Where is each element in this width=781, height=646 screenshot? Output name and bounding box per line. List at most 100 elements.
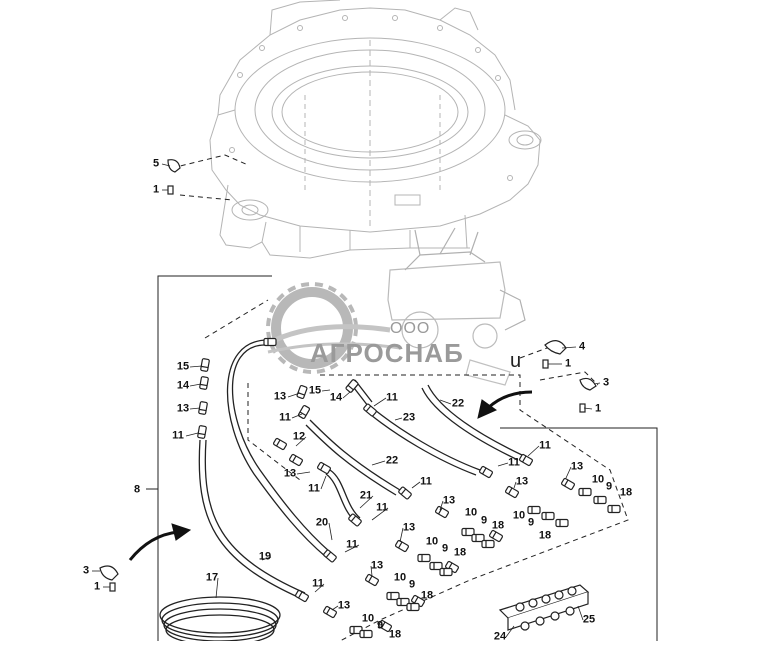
leader-line bbox=[342, 391, 351, 399]
hose-fitting bbox=[481, 539, 495, 549]
leader-line bbox=[291, 413, 303, 419]
hose-fitting bbox=[541, 511, 555, 521]
callout-13: 13 bbox=[337, 599, 351, 612]
callout-10: 10 bbox=[464, 506, 478, 519]
leader-line bbox=[505, 625, 515, 638]
hose-fitting bbox=[363, 403, 377, 417]
hose-fitting bbox=[199, 376, 209, 390]
hose-fitting bbox=[396, 597, 410, 607]
callout-10: 10 bbox=[591, 473, 605, 486]
callout-10: 10 bbox=[361, 612, 375, 625]
callout-13: 13 bbox=[515, 475, 529, 488]
callout-21: 21 bbox=[359, 489, 373, 502]
hose-fitting bbox=[417, 553, 431, 563]
callout-4: 4 bbox=[578, 340, 586, 353]
leader-line bbox=[320, 475, 327, 490]
hose-fitting bbox=[578, 487, 592, 497]
hose-fitting bbox=[273, 437, 287, 451]
callout-1: 1 bbox=[152, 183, 160, 196]
callout-10: 10 bbox=[425, 535, 439, 548]
callout-10: 10 bbox=[512, 509, 526, 522]
hose-fitting bbox=[471, 533, 485, 543]
callout-9: 9 bbox=[480, 514, 488, 527]
callout-18: 18 bbox=[388, 628, 402, 641]
callout-13: 13 bbox=[273, 390, 287, 403]
callout-1: 1 bbox=[93, 580, 101, 593]
watermark-company-tail: u bbox=[510, 350, 522, 372]
callout-1: 1 bbox=[594, 402, 602, 415]
hose-fitting bbox=[198, 401, 208, 415]
leader-line bbox=[411, 481, 421, 489]
callout-11: 11 bbox=[279, 411, 291, 424]
callout-18: 18 bbox=[619, 486, 633, 499]
hose-fitting bbox=[479, 465, 493, 479]
callout-9: 9 bbox=[441, 542, 449, 555]
hose-fitting bbox=[555, 518, 569, 528]
callout-11: 11 bbox=[376, 501, 388, 514]
leader-line bbox=[373, 397, 387, 407]
callout-11: 11 bbox=[386, 391, 398, 404]
hose-fitting bbox=[395, 539, 409, 553]
leader-line bbox=[321, 389, 331, 392]
callout-3: 3 bbox=[602, 376, 610, 389]
hose-fitting bbox=[323, 549, 337, 563]
hose-fitting bbox=[461, 527, 475, 537]
hose-fitting bbox=[295, 589, 309, 603]
hose-fitting bbox=[527, 505, 541, 515]
leader-line bbox=[328, 522, 333, 541]
callout-11: 11 bbox=[508, 456, 520, 469]
callout-24: 24 bbox=[493, 630, 507, 643]
hose-fitting bbox=[348, 513, 362, 527]
leader-line bbox=[370, 565, 373, 577]
leader-line bbox=[497, 462, 509, 467]
callout-13: 13 bbox=[370, 559, 384, 572]
leader-line bbox=[189, 407, 201, 410]
callout-11: 11 bbox=[172, 429, 184, 442]
watermark-company-name: АГРОСНАБ bbox=[310, 338, 464, 368]
hose-fitting bbox=[359, 629, 373, 639]
group-bracket bbox=[146, 275, 658, 641]
hose-fitting bbox=[519, 453, 533, 467]
callout-1: 1 bbox=[564, 357, 572, 370]
leader-line bbox=[189, 383, 202, 387]
hose-fitting bbox=[411, 594, 425, 608]
callout-12: 12 bbox=[292, 430, 306, 443]
leader-line bbox=[331, 605, 339, 611]
assembly-dashed-outline bbox=[171, 154, 629, 642]
leader-line bbox=[161, 163, 171, 167]
hose-fitting bbox=[398, 486, 412, 500]
hose-fitting bbox=[297, 405, 311, 419]
callout-18: 18 bbox=[453, 546, 467, 559]
leader-line bbox=[344, 544, 360, 553]
hose-fitting bbox=[406, 602, 420, 612]
callout-17: 17 bbox=[205, 571, 219, 584]
leader-line bbox=[561, 346, 577, 349]
callout-22: 22 bbox=[451, 397, 465, 410]
callout-13: 13 bbox=[402, 521, 416, 534]
hose-fitting bbox=[439, 567, 453, 577]
leader-line bbox=[359, 495, 374, 509]
leader-line bbox=[215, 577, 219, 599]
hose-fitting bbox=[593, 495, 607, 505]
callout-13: 13 bbox=[283, 467, 297, 480]
callout-15: 15 bbox=[308, 384, 322, 397]
leader-line bbox=[394, 417, 403, 421]
callout-11: 11 bbox=[308, 482, 320, 495]
leader-line bbox=[565, 466, 572, 479]
callout-25: 25 bbox=[582, 613, 596, 626]
callout-5: 5 bbox=[152, 157, 160, 170]
hose-fitting bbox=[317, 461, 331, 475]
callout-22: 22 bbox=[385, 454, 399, 467]
hose-fitting bbox=[378, 619, 392, 633]
callout-18: 18 bbox=[420, 589, 434, 602]
leader-line bbox=[399, 527, 404, 543]
leader-line bbox=[287, 392, 301, 398]
callout-8: 8 bbox=[133, 483, 141, 496]
hose-fittings bbox=[197, 337, 621, 639]
callout-13: 13 bbox=[570, 460, 584, 473]
leader-line bbox=[314, 583, 325, 593]
callout-15: 15 bbox=[176, 360, 190, 373]
hose-fitting bbox=[505, 485, 519, 499]
callout-9: 9 bbox=[408, 578, 416, 591]
